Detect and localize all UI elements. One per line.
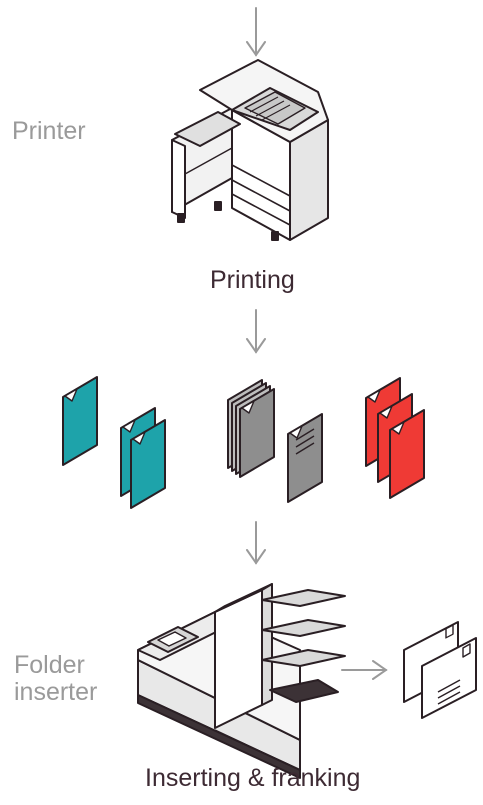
- folder-inserter-icon: [137, 583, 346, 779]
- folder-inserter-label-line1: Folder: [14, 651, 85, 679]
- printer-label: Printer: [12, 117, 86, 145]
- document-icon: [287, 413, 323, 503]
- inserting-franking-label: Inserting & franking: [145, 764, 361, 792]
- down-arrow-icon: [246, 309, 266, 354]
- down-arrow-icon: [246, 521, 266, 565]
- printer-icon: [171, 59, 329, 241]
- right-arrow-icon: [341, 660, 388, 680]
- document-icon: [227, 379, 275, 478]
- folder-inserter-label-line2: inserter: [14, 678, 98, 706]
- down-arrow-icon: [246, 7, 266, 57]
- document-icon: [62, 376, 98, 466]
- envelope-icon: [421, 637, 477, 719]
- printing-label: Printing: [210, 266, 295, 294]
